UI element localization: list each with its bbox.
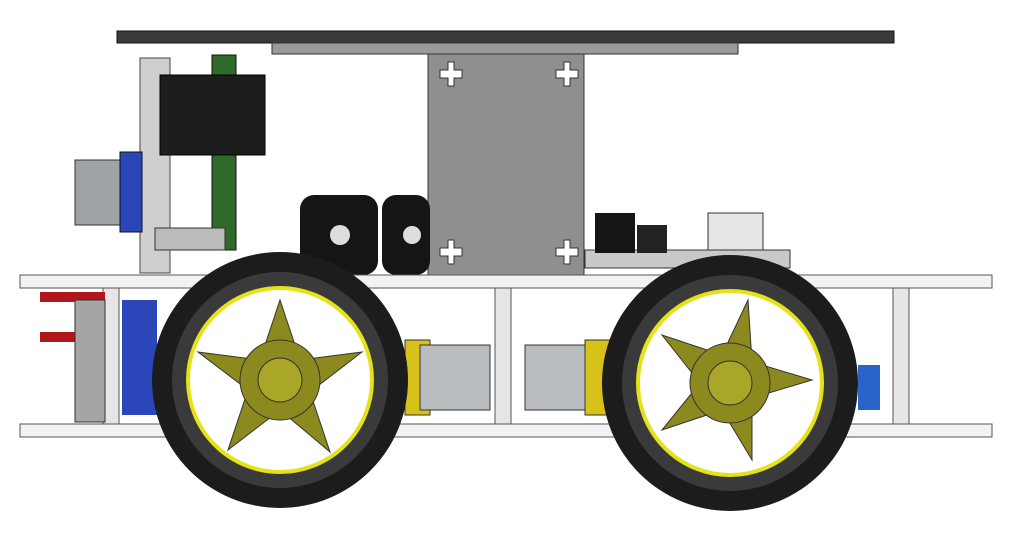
sensor-spacer xyxy=(154,227,226,251)
gear-motor-right xyxy=(524,339,611,416)
blue-module-right xyxy=(858,365,880,410)
bracket-slot-icons xyxy=(439,61,579,265)
wheel-right xyxy=(602,255,858,511)
red-wire-2 xyxy=(40,332,105,342)
red-wire-1 xyxy=(40,292,105,302)
wheel-left xyxy=(152,252,408,508)
standoffs xyxy=(102,287,910,425)
gear-motor-left xyxy=(404,339,491,416)
power-jack xyxy=(595,213,635,253)
center-bracket xyxy=(427,53,585,277)
upper-chassis-plate xyxy=(19,274,993,289)
pin-header xyxy=(159,74,266,156)
left-bracket xyxy=(74,299,106,423)
top-plate-mount xyxy=(271,42,739,55)
ultrasonic-sensor xyxy=(74,159,126,226)
capacitor xyxy=(637,225,667,253)
usb-port xyxy=(707,212,764,251)
ultrasonic-board xyxy=(119,151,143,233)
blue-module-left xyxy=(122,300,157,415)
top-plate xyxy=(116,30,895,44)
